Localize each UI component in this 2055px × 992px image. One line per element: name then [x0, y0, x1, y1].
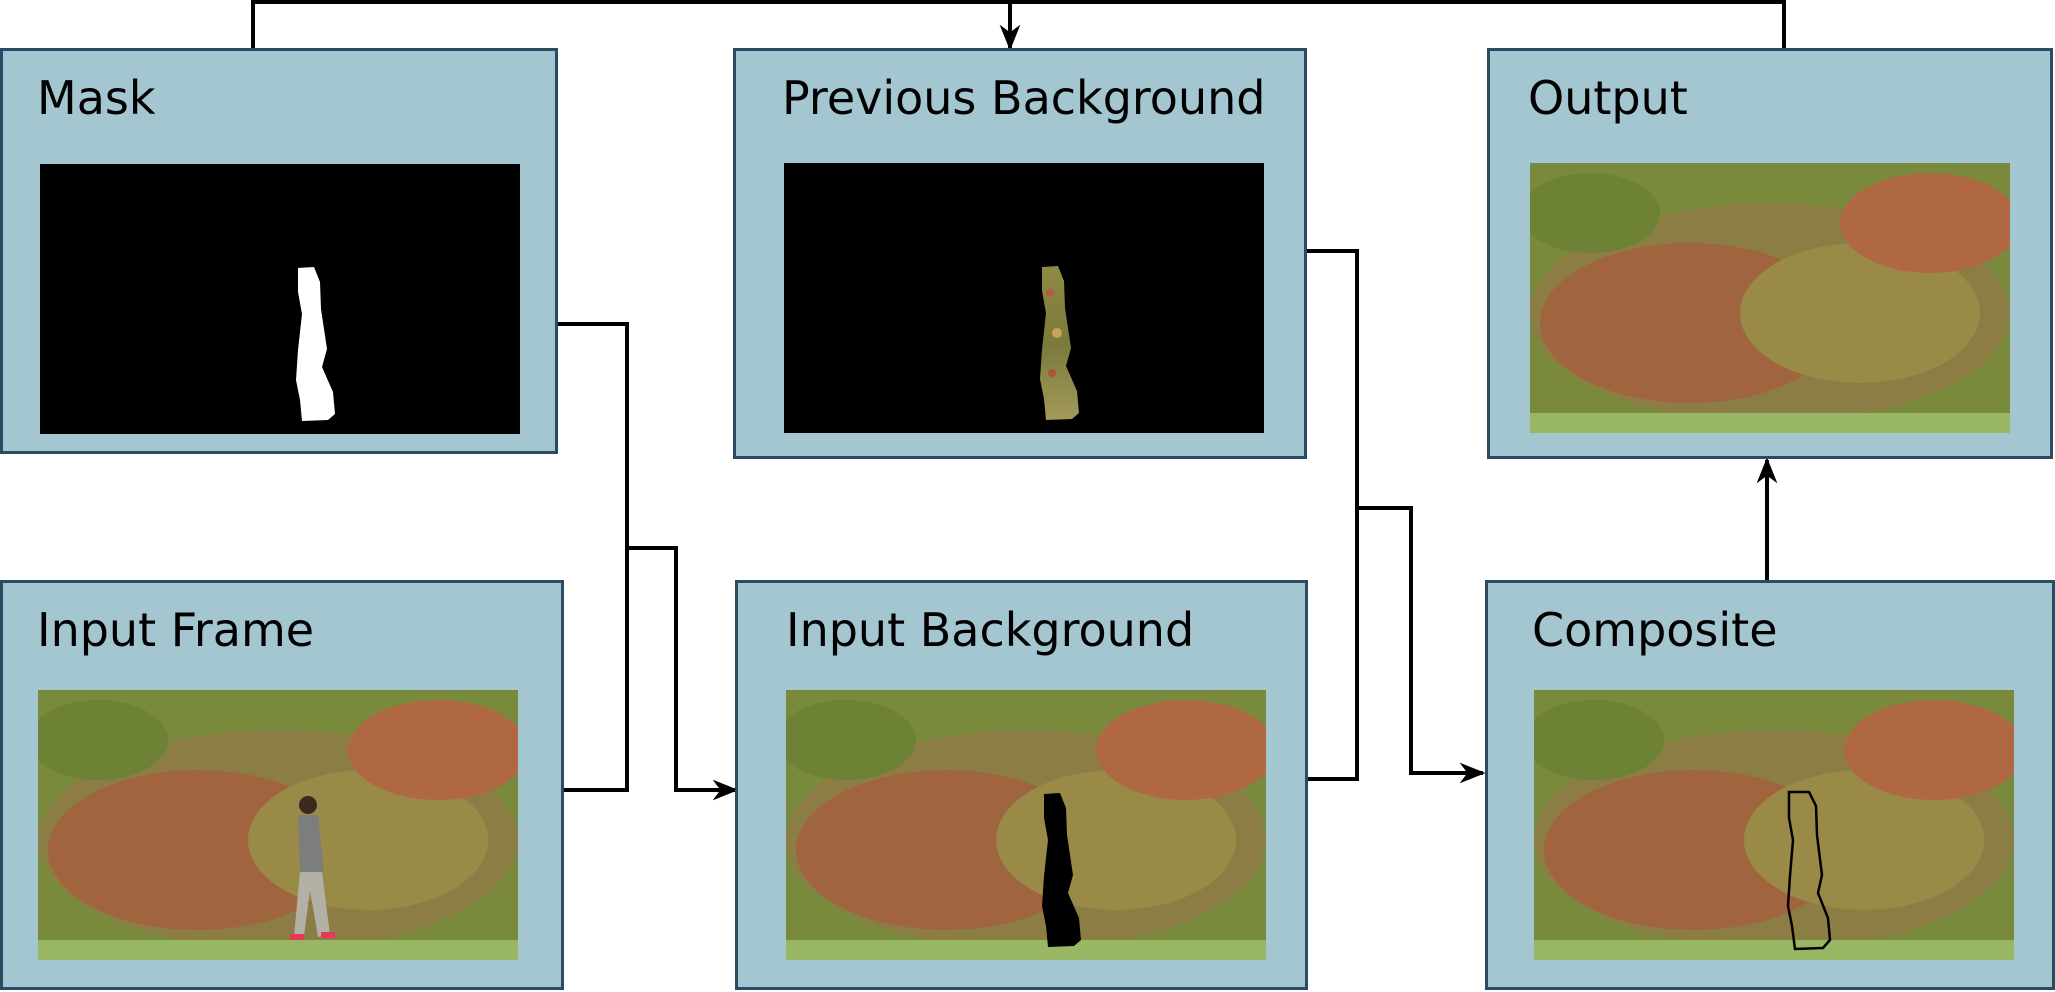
previous-background-image [784, 163, 1264, 433]
connector-mask-to-junction [557, 322, 629, 548]
panel-previous-background: Previous Background [733, 48, 1307, 459]
panel-title: Input Frame [37, 603, 315, 657]
person-hole-black [1042, 793, 1081, 947]
composite-image [1534, 690, 2014, 960]
foliage-scene-masked [786, 690, 1266, 960]
panel-input-frame: Input Frame [0, 580, 564, 990]
person-outline [1786, 790, 1832, 951]
connector-junction-to-composite [1357, 506, 1486, 784]
mask-image [40, 164, 520, 434]
input-frame-image [38, 690, 518, 960]
panel-title: Output [1528, 71, 1688, 125]
connector-output-to-previous-background [1010, 0, 1786, 48]
connector-junction-to-input-background [627, 546, 739, 801]
person-silhouette-white [296, 267, 335, 421]
connector-previous-background-to-junction [1306, 249, 1359, 508]
panel-title: Previous Background [782, 71, 1266, 125]
panel-title: Composite [1532, 603, 1778, 657]
panel-input-background: Input Background [735, 580, 1308, 990]
connector-mask-to-previous-background [251, 0, 1021, 51]
panel-composite: Composite [1485, 580, 2055, 990]
foliage-scene-composite [1534, 690, 2014, 960]
foliage-scene [1530, 163, 2010, 433]
foliage-scene-with-person [38, 690, 518, 960]
panel-title: Mask [37, 71, 156, 125]
connector-input-background-to-junction [1306, 508, 1359, 781]
output-image [1530, 163, 2010, 433]
input-background-image [786, 690, 1266, 960]
person-region-foliage [1040, 266, 1079, 420]
panel-mask: Mask [0, 48, 558, 454]
connector-input-frame-to-junction [562, 548, 629, 792]
walking-person [290, 796, 335, 940]
panel-output: Output [1487, 48, 2053, 459]
panel-title: Input Background [786, 603, 1195, 657]
